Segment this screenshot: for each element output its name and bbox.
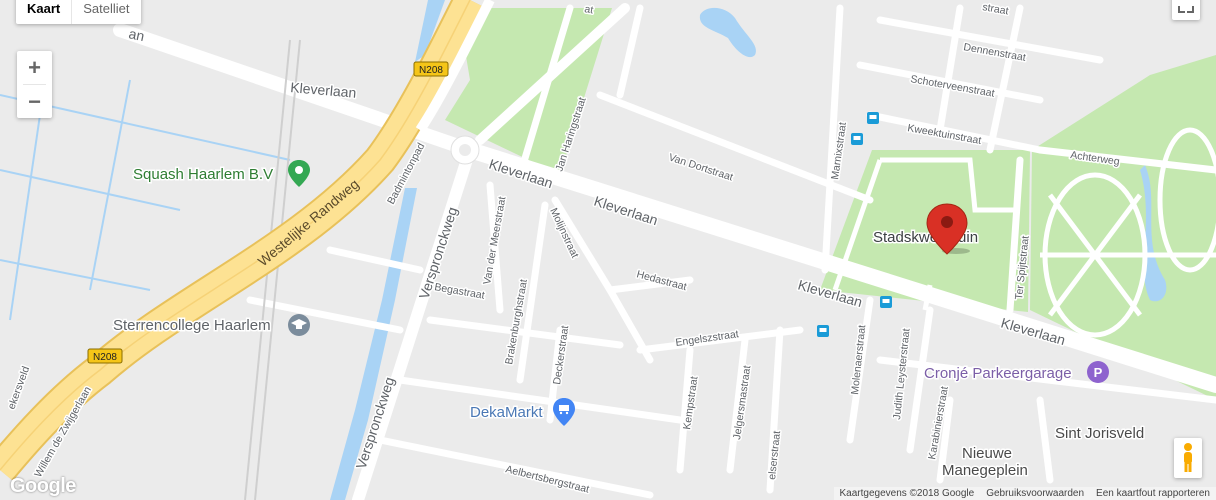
pegman-icon [1184,443,1192,472]
street-view-pegman-button[interactable] [1174,438,1202,478]
n208-shield-bottom: N208 [87,348,123,364]
google-logo[interactable]: Google [10,475,76,497]
map-type-kaart-button[interactable]: Kaart [27,1,61,16]
location-marker-pin-icon[interactable] [926,203,970,255]
poi-sterrencollege[interactable]: Sterrencollege Haarlem [112,314,310,336]
parking-icon: P [1087,361,1109,383]
bus-stop-icon[interactable] [851,133,863,145]
poi-squash-label: Squash Haarlem B.V [133,166,273,183]
fullscreen-button[interactable] [1172,0,1200,20]
bus-stop-icon[interactable] [880,296,892,308]
n208-label: N208 [419,65,443,76]
terms-link[interactable]: Gebruiksvoorwaarden [986,488,1085,499]
school-icon [288,314,310,336]
area-label-nieuwe-manegeplein-1: Nieuwe [962,445,1012,462]
sport-pin-icon [288,160,310,187]
zoom-control: + − [17,51,52,118]
poi-sterrencollege-label: Sterrencollege Haarlem [113,317,271,334]
bus-stop-icon[interactable] [817,325,829,337]
shopping-cart-pin-icon [553,398,575,426]
map-type-control: Kaart Satelliet [16,0,141,24]
n208-label: N208 [93,352,117,363]
area-label-nieuwe-manegeplein-2: Manegeplein [942,462,1028,479]
road-label-top-at: at [583,3,594,16]
zoom-in-button[interactable]: + [28,55,41,80]
area-label-sint-jorisveld: Sint Jorisveld [1055,425,1144,442]
water-pond [699,7,756,58]
road-label-top-an: an [127,25,146,44]
poi-cronje-label: Cronjé Parkeergarage [924,365,1072,382]
poi-cronje-parkeergarage[interactable]: Cronjé Parkeergarage P [923,361,1109,384]
n208-shield-top: N208 [413,61,449,77]
attribution-bar: Kaartgegevens ©2018 Google Gebruiksvoorw… [833,487,1216,500]
highway-sideroad [415,0,495,133]
water-river-north [415,0,445,62]
zoom-divider [23,84,46,85]
park-east [1030,55,1216,400]
poi-dekamarkt-label: DekaMarkt [470,404,543,421]
poi-squash[interactable]: Squash Haarlem B.V [132,160,310,187]
fullscreen-icon [1178,6,1194,13]
map-data-attribution: Kaartgegevens ©2018 Google [839,488,975,499]
report-map-error-link[interactable]: Een kaartfout rapporteren [1096,488,1210,499]
poi-dekamarkt[interactable]: DekaMarkt [469,398,575,426]
svg-text:P: P [1094,365,1103,380]
zoom-out-button[interactable]: − [28,89,41,114]
map-type-satellite-button[interactable]: Satelliet [71,0,140,24]
bus-stop-icon[interactable] [867,112,879,124]
